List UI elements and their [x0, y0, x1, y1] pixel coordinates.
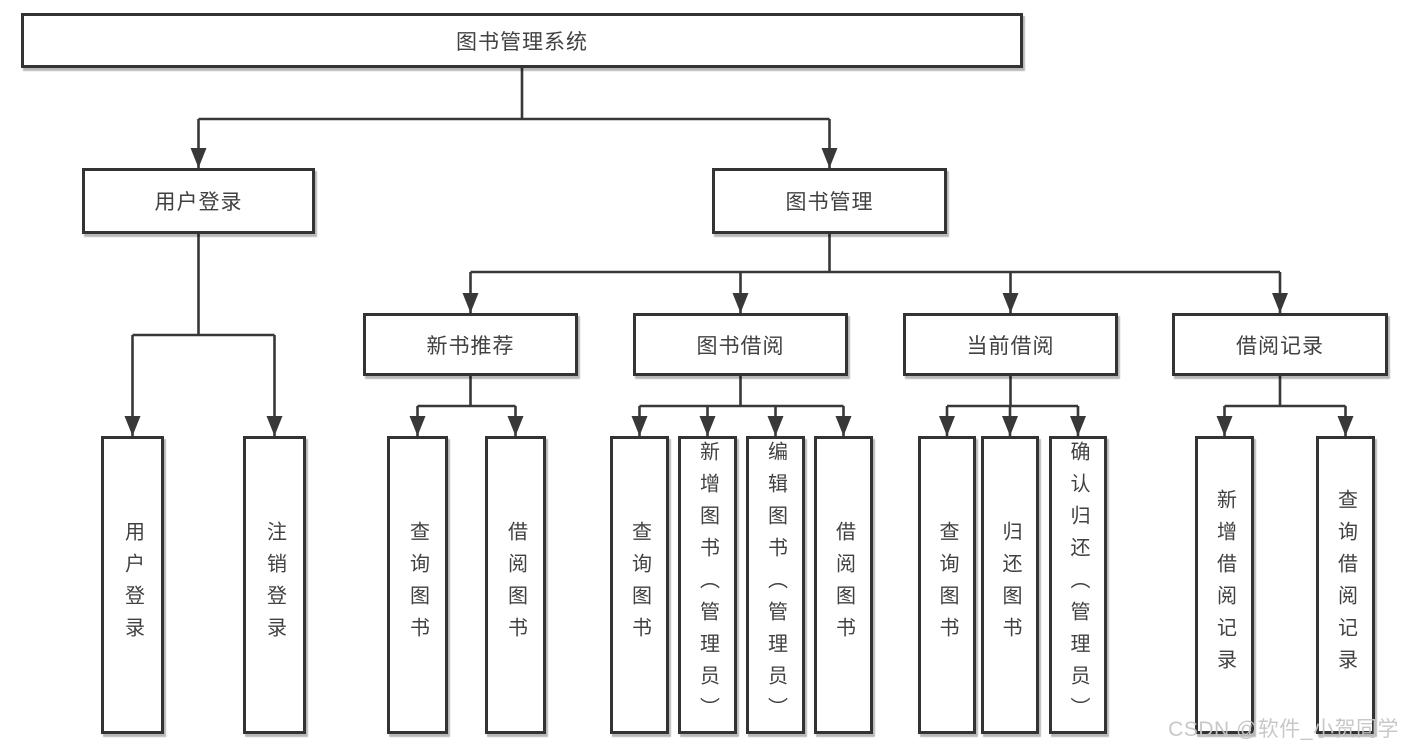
- leaf-label: 查询图书: [406, 521, 429, 649]
- node-label: 新书推荐: [426, 334, 515, 358]
- leaf-label: 新增借阅记录: [1213, 489, 1236, 681]
- leaf-label: 归还图书: [999, 521, 1021, 649]
- leaf-label: 注销登录: [263, 521, 286, 649]
- node-current-borrowing: 当前借阅: [903, 313, 1118, 376]
- leaf-label: 确认归还（管理员）: [1067, 441, 1089, 729]
- leaf-user-login: 用户登录: [101, 436, 164, 734]
- leaf-label: 编辑图书（管理员）: [764, 441, 787, 729]
- leaf-add-books-admin: 新增图书（管理员）: [678, 436, 737, 734]
- leaf-label: 借阅图书: [504, 521, 527, 649]
- node-root-library-management-system: 图书管理系统: [21, 13, 1023, 68]
- node-label: 用户登录: [154, 191, 243, 214]
- csdn-watermark: CSDN @软件_小贺同学: [1168, 718, 1399, 741]
- node-book-borrowing: 图书借阅: [633, 313, 848, 376]
- node-label: 借阅记录: [1236, 334, 1324, 358]
- leaf-query-books-borrowing: 查询图书: [610, 436, 669, 734]
- node-label: 图书借阅: [696, 334, 785, 358]
- node-label: 图书管理系统: [456, 30, 588, 54]
- leaf-add-borrow-record: 新增借阅记录: [1195, 436, 1254, 734]
- leaf-query-books-recommend: 查询图书: [387, 436, 448, 734]
- node-book-management-module: 图书管理: [712, 168, 947, 234]
- leaf-label: 查询图书: [936, 521, 958, 649]
- node-label: 图书管理: [785, 191, 874, 214]
- node-user-login-module: 用户登录: [82, 168, 315, 234]
- leaf-return-books: 归还图书: [981, 436, 1039, 734]
- leaf-query-borrow-record: 查询借阅记录: [1316, 436, 1375, 734]
- leaf-query-books-current: 查询图书: [918, 436, 976, 734]
- leaf-confirm-return-admin: 确认归还（管理员）: [1049, 436, 1107, 734]
- leaf-label: 新增图书（管理员）: [696, 441, 719, 729]
- node-label: 当前借阅: [966, 334, 1055, 358]
- leaf-borrow-books-recommend: 借阅图书: [485, 436, 546, 734]
- leaf-logout: 注销登录: [243, 436, 306, 734]
- leaf-borrow-books: 借阅图书: [814, 436, 873, 734]
- leaf-edit-books-admin: 编辑图书（管理员）: [746, 436, 805, 734]
- leaf-label: 查询图书: [628, 521, 651, 649]
- node-new-book-recommend: 新书推荐: [363, 313, 578, 376]
- leaf-label: 借阅图书: [832, 521, 855, 649]
- node-borrowing-records: 借阅记录: [1172, 313, 1388, 376]
- leaf-label: 用户登录: [121, 521, 144, 649]
- leaf-label: 查询借阅记录: [1334, 489, 1357, 681]
